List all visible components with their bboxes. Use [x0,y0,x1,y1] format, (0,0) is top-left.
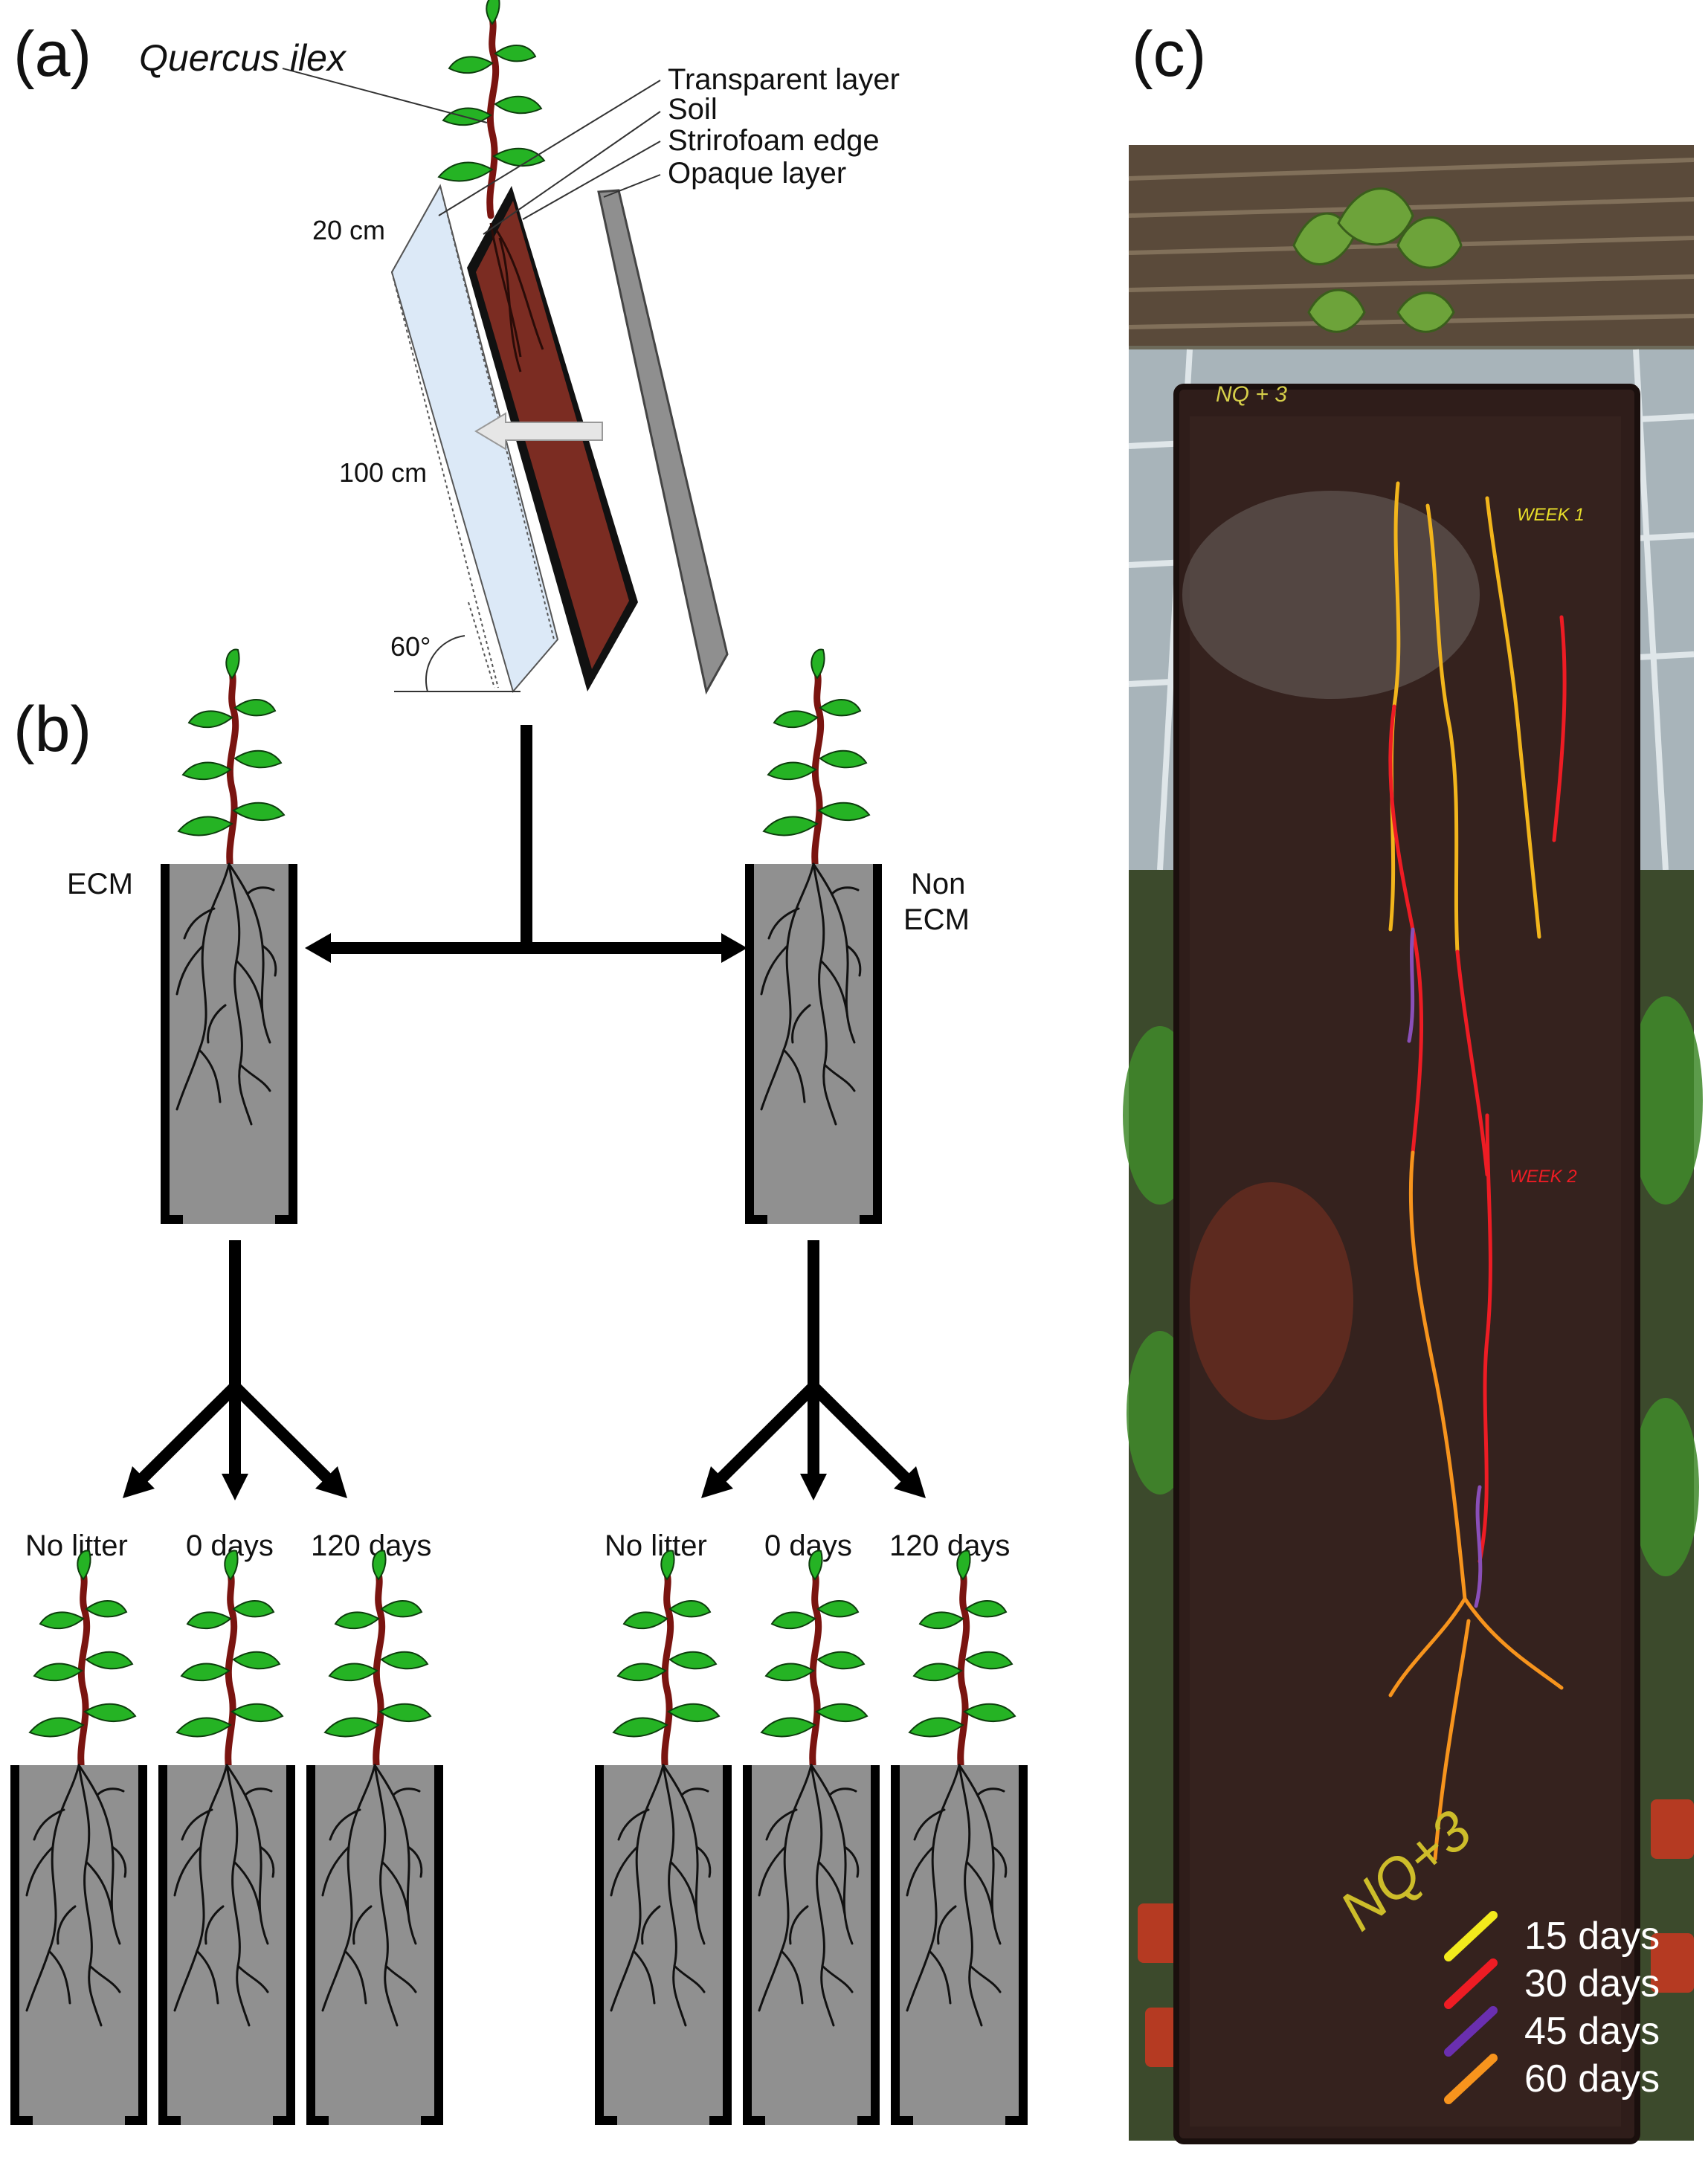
panel-b-diagram: ECM Non ECM No litter 0 days 120 days No… [10,650,1028,2125]
legend-swatch-45 [1444,2006,1498,2057]
angle-label: 60° [390,631,431,662]
insert-arrow [474,412,603,451]
legend-swatch-60 [1444,2054,1498,2104]
ecm-seedling [178,650,284,870]
non-ecm-rhizotron [745,864,882,1224]
non-ecm-no-litter-seedling [613,1551,719,1771]
panel-label-a: (a) [13,19,91,90]
legend: 15 days 30 days 45 days 60 days [1444,1911,1660,2104]
panel-a-diagram: Quercus ilex Transparent layer Soil Stri… [139,0,900,695]
species-label: Quercus ilex [139,37,347,79]
photo-note-week2: WEEK 2 [1509,1167,1577,1187]
layer-label-opaque: Opaque layer [668,157,846,190]
non-ecm-120-days-rhizotron [891,1765,1028,2125]
photo-note-week1: WEEK 1 [1517,505,1585,525]
ecm-no-litter-rhizotron [10,1765,147,2125]
non-ecm-treatment-120-days: 120 days [889,1529,1010,1562]
ecm-0-days-rhizotron [158,1765,295,2125]
non-ecm-0-days-rhizotron [743,1765,880,2125]
soil-roots [489,222,544,373]
ecm-no-litter-seedling [30,1551,135,1771]
legend-label-15: 15 days [1524,1915,1660,1958]
photo-roots [1388,481,1567,1861]
layer-label-soil: Soil [668,93,718,126]
ecm-rhizotron [161,864,297,1224]
legend-label-45: 45 days [1524,2010,1660,2053]
legend-swatch-30 [1444,1958,1498,2009]
ecm-120-days-rhizotron [306,1765,443,2125]
leader-lines [282,68,661,235]
panel-label-c: (c) [1132,19,1206,90]
angle-arc [425,635,465,692]
panel-label-b: (b) [13,694,91,765]
non-ecm-label-2: ECM [903,903,970,936]
layer-label-edge: Strirofoam edge [668,124,880,157]
non-ecm-0-days-seedling [761,1551,867,1771]
photo-plant [1292,187,1463,333]
photo-note-top: NQ + 3 [1216,382,1287,407]
non-ecm-label-1: Non [911,868,965,900]
non-ecm-120-days-seedling [909,1551,1015,1771]
layer-label-transparent: Transparent layer [668,63,900,96]
opaque-layer [597,189,729,695]
ecm-120-days-seedling [325,1551,431,1771]
non-ecm-treatment-0-days: 0 days [764,1529,852,1562]
non-ecm-treatment-no-litter: No litter [605,1529,707,1562]
legend-swatch-15 [1444,1911,1498,1961]
ecm-0-days-seedling [177,1551,283,1771]
ecm-treatment-120-days: 120 days [311,1529,431,1562]
panel-c-photo: NQ + 3 WEEK 1 WEEK 2 NQ+3 15 days 30 day… [1123,145,1703,2144]
non-ecm-seedling [764,650,869,870]
dimension-lines [391,185,555,689]
non-ecm-no-litter-rhizotron [595,1765,732,2125]
legend-label-60: 60 days [1524,2057,1660,2100]
width-label: 20 cm [312,215,385,245]
height-label: 100 cm [339,457,427,488]
ecm-treatment-no-litter: No litter [25,1529,128,1562]
legend-label-30: 30 days [1524,1962,1660,2005]
ecm-label: ECM [67,868,133,900]
